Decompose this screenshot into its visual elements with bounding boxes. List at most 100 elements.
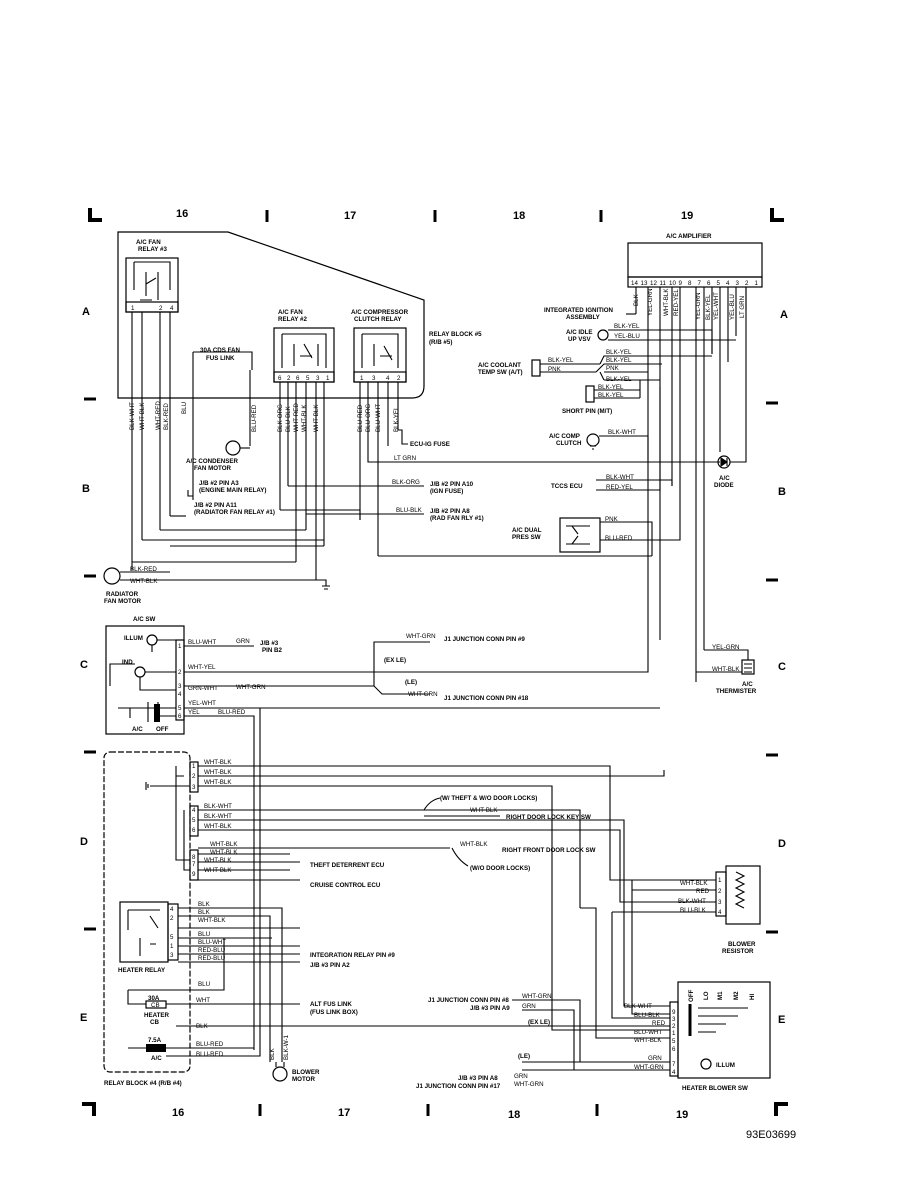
wire-label: FAN MOTOR — [194, 465, 232, 472]
heater-circuit-breaker: BLU 30A CB HEATER CB WHT ALT FUS LINK (F… — [127, 938, 670, 1030]
blower-resistor-pin: 2 — [718, 888, 722, 895]
wire-label: BLU-RED — [357, 404, 364, 432]
wire-label: A/C CONDENSER — [186, 458, 238, 465]
wire-label: (W/ THEFT & W/O DOOR LOCKS) — [440, 795, 537, 802]
wire-label: BLK-WHT — [606, 474, 634, 481]
relay-block-4-pin: 1 — [192, 763, 196, 770]
wire-label: 1 — [131, 305, 135, 312]
wire-label: (RAD FAN RLY #1) — [430, 515, 484, 522]
wire-label: BLU — [198, 931, 210, 938]
wire-label: THEFT DETERRENT ECU — [310, 862, 385, 869]
wire-label: WHT-BLK — [313, 404, 320, 432]
wire-label: GRN — [522, 1003, 536, 1010]
wire-label: WHT-BLK — [204, 779, 232, 786]
ac-switch-pin: 3 — [178, 683, 182, 690]
corner-marks — [82, 208, 788, 1116]
wire-label: WHT-BLK — [663, 288, 670, 316]
wire-label: BLK — [269, 1047, 276, 1060]
heater-switch-pin: 7 — [672, 1061, 676, 1068]
heater-switch-pin: 6 — [672, 1046, 676, 1053]
wire-label: RED-BLU — [198, 955, 225, 962]
wire-label: YEL — [188, 709, 200, 716]
wire-label: RELAY #3 — [138, 246, 167, 253]
wire-label: INTEGRATED IGNITION — [544, 307, 614, 314]
wire-label: ECU-IG FUSE — [410, 441, 450, 448]
amplifier-pin: 8 — [688, 280, 692, 287]
wire-label: BLU — [198, 981, 210, 988]
amplifier-pin: 7 — [698, 280, 702, 287]
relay-block-4-pin: 2 — [192, 773, 196, 780]
amplifier-pin: 11 — [660, 280, 667, 287]
wire-label: HEATER BLOWER SW — [682, 1085, 748, 1092]
wire-label: WHT-BLK — [204, 867, 232, 874]
wire-label: BLU-RED — [196, 1041, 224, 1048]
wire-label: BLK-YEL — [393, 406, 400, 432]
wire-label: WHT-BLK — [470, 807, 498, 814]
row-label: A — [780, 309, 788, 321]
wire-label: A/C COMPRESSOR — [351, 309, 409, 316]
wire-label: YEL-GRN — [647, 288, 654, 316]
amplifier-pin: 10 — [669, 280, 676, 287]
wire-label: BLU-RED — [605, 535, 633, 542]
wire-label: RELAY BLOCK #4 (R/B #4) — [104, 1080, 182, 1087]
wire-label: PNK — [605, 516, 619, 523]
wire-label: WHT-GRN — [236, 684, 266, 691]
relay-block-4-pin: 9 — [192, 871, 196, 878]
wire-label: 6 — [296, 375, 300, 382]
wire-label: WHT-BLK — [301, 404, 308, 432]
wire-label: CLUTCH — [556, 440, 582, 447]
idle-up-vsv: A/C IDLE UP VSV BLK-YEL YEL-BLU — [566, 323, 736, 354]
wire-label: RED — [652, 1020, 666, 1027]
row-label: B — [82, 483, 90, 495]
relay-block-5-subtitle: (R/B #5) — [429, 339, 452, 346]
wire-label: BLK-WHT — [608, 429, 636, 436]
wire-label: WHT-GRN — [634, 1064, 664, 1071]
wire-label: HI — [749, 994, 756, 1000]
wire-label: BLK-W-1 — [283, 1034, 290, 1060]
wire-label: J/B #3 PIN A2 — [310, 962, 350, 969]
heater-relay-pin: 5 — [170, 934, 174, 941]
amplifier-pin: 3 — [736, 280, 740, 287]
wire-label: BLU-RED — [196, 1051, 224, 1058]
wire-label: RED-YEL — [673, 289, 680, 316]
wire-label: J1 JUNCTION CONN PIN #18 — [444, 695, 529, 702]
relay5-wires: BLK-WHT WHT-BLK WHT-RED BLK-RED BLU BLU-… — [129, 312, 400, 580]
wire-label: BLK-YEL — [606, 357, 632, 364]
wire-label: (ENGINE MAIN RELAY) — [199, 487, 267, 494]
condenser-fan-motor: A/C CONDENSER FAN MOTOR — [186, 440, 250, 472]
relay-block-4-pin: 3 — [192, 784, 196, 791]
wire-label: 2 — [287, 375, 291, 382]
wire-label: BLK-YEL — [548, 357, 574, 364]
row-label: C — [778, 661, 786, 673]
wire-label: A/C IDLE — [566, 329, 592, 336]
wire-label: BLK-ORG — [392, 479, 420, 486]
wire-label: HEATER — [144, 1012, 170, 1019]
wire-label: 3 — [316, 375, 320, 382]
wire-label: ILLUM — [124, 635, 143, 642]
wire-label: BLOWER — [292, 1069, 320, 1076]
wire-label: 30A — [148, 995, 160, 1002]
wire-label: A/C — [719, 475, 730, 482]
wire-label: BLU-WHT — [375, 404, 382, 432]
wire-label: RIGHT DOOR LOCK KEY SW — [506, 814, 591, 821]
ac-switch-pin: 1 — [178, 643, 182, 650]
col-label: 18 — [508, 1109, 520, 1121]
wire-label: 4 — [170, 305, 174, 312]
heater-switch-pin: 9 — [672, 1009, 676, 1016]
wire-label: BLK-YEL — [614, 323, 640, 330]
wire-label: WHT-BLK — [712, 666, 740, 673]
wire-label: CB — [150, 1019, 159, 1026]
wire-label: A/C COMP — [549, 433, 580, 440]
radiator-fan-motor: BLK-RED WHT-BLK RADIATOR FAN MOTOR — [103, 566, 316, 605]
wire-label: BLK — [198, 909, 211, 916]
wire-label: THERMISTER — [716, 688, 757, 695]
wire-label: BLK — [198, 901, 211, 908]
wire-label: A/C SW — [133, 616, 156, 623]
wire-label: 1 — [326, 375, 330, 382]
wire-label: BLK — [633, 293, 640, 306]
wire-label: MOTOR — [292, 1076, 315, 1083]
